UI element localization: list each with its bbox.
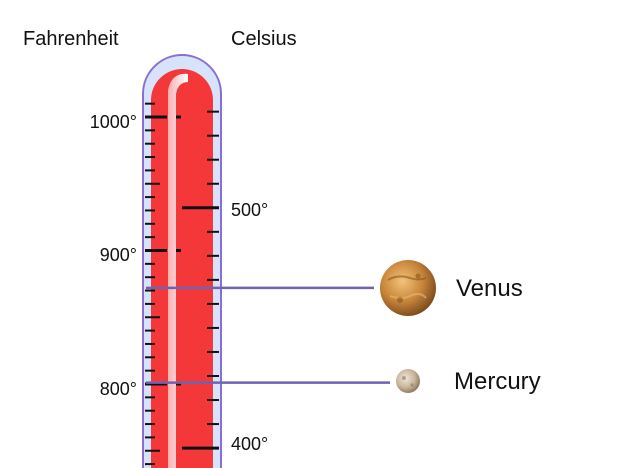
tube-highlight [168, 73, 188, 468]
mercury-label: Mercury [454, 368, 541, 395]
venus-label: Venus [456, 275, 523, 302]
fahrenheit-label-900: 900° [99, 245, 137, 265]
celsius-ticks [182, 110, 219, 450]
mercury-column [151, 69, 213, 468]
celsius-header: Celsius [231, 28, 297, 50]
venus-planet-icon [380, 260, 436, 316]
celsius-label-500: 500° [231, 200, 269, 220]
fahrenheit-header: Fahrenheit [23, 28, 119, 50]
celsius-label-400: 400° [231, 434, 269, 454]
fahrenheit-label-1000: 1000° [89, 112, 137, 132]
fahrenheit-label-800: 800° [99, 379, 137, 399]
fahrenheit-ticks [145, 102, 181, 466]
mercury-planet-icon [396, 369, 420, 393]
